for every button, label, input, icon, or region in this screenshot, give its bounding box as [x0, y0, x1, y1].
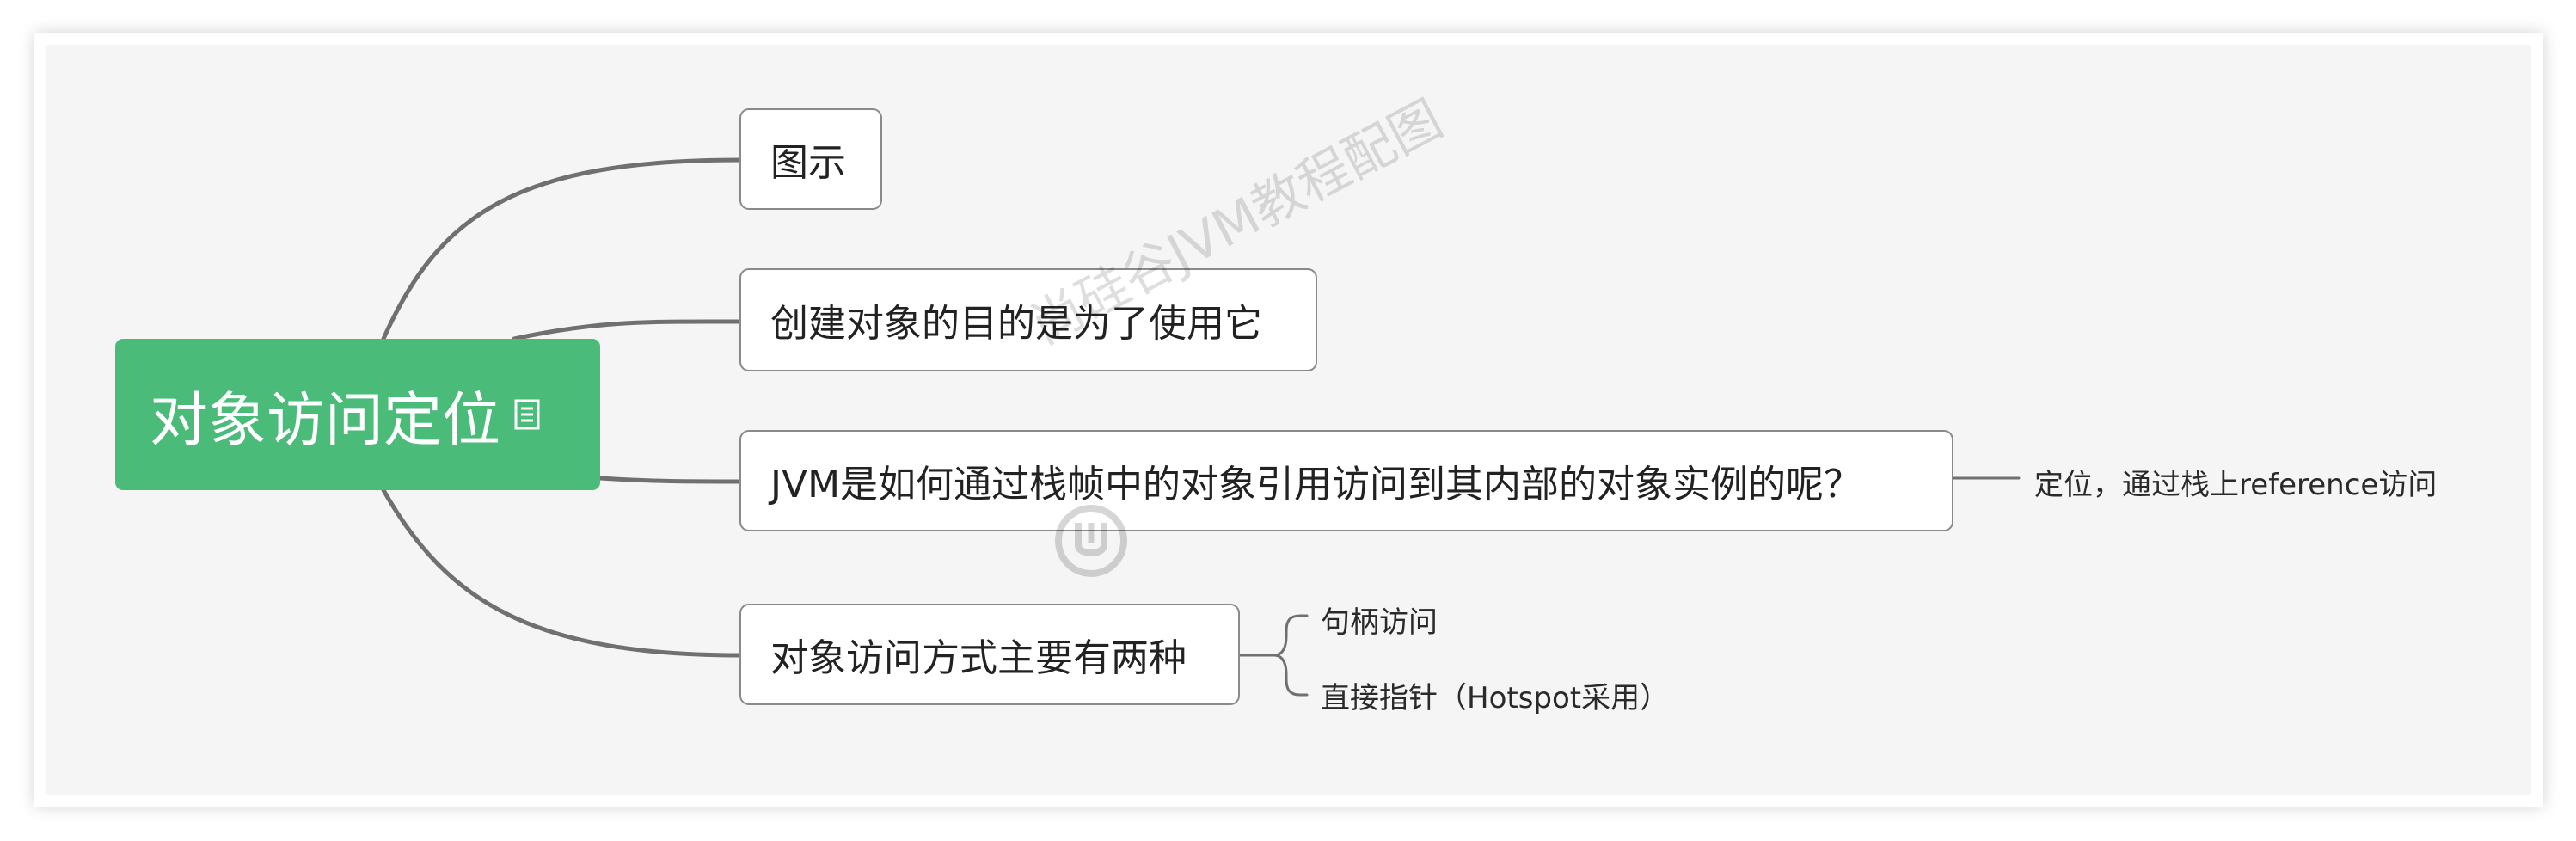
leaf-reference-locate[interactable]: 定位，通过栈上reference访问 [2034, 468, 2438, 502]
connector-root-branch-3 [598, 476, 744, 484]
connector-brace-bottom [1273, 654, 1309, 697]
leaf-handle-access[interactable]: 句柄访问 [1321, 605, 1438, 640]
branch-label: 图示 [770, 141, 846, 185]
atguigu-logo-icon [1055, 505, 1127, 577]
branch-label: 对象访问方式主要有两种 [770, 636, 1187, 680]
branch-node-diagram[interactable]: 图示 [739, 108, 882, 210]
branch-node-jvm-question[interactable]: JVM是如何通过栈帧中的对象引用访问到其内部的对象实例的呢？ [739, 430, 1953, 531]
note-icon[interactable] [514, 399, 540, 430]
connector-root-branch-4 [381, 488, 744, 658]
root-node[interactable]: 对象访问定位 [115, 339, 600, 490]
branch-label: 创建对象的目的是为了使用它 [770, 302, 1262, 346]
leaf-direct-pointer[interactable]: 直接指针（Hotspot采用） [1321, 681, 1670, 715]
root-title: 对象访问定位 [150, 386, 501, 455]
branch-node-access-methods[interactable]: 对象访问方式主要有两种 [739, 604, 1240, 705]
connector-root-branch-2 [512, 319, 744, 341]
branch-node-purpose[interactable]: 创建对象的目的是为了使用它 [739, 268, 1317, 371]
branch-label: JVM是如何通过栈帧中的对象引用访问到其内部的对象实例的呢？ [770, 463, 1862, 506]
connector-root-branch-1 [381, 157, 744, 341]
connector-brace-top [1273, 614, 1309, 657]
